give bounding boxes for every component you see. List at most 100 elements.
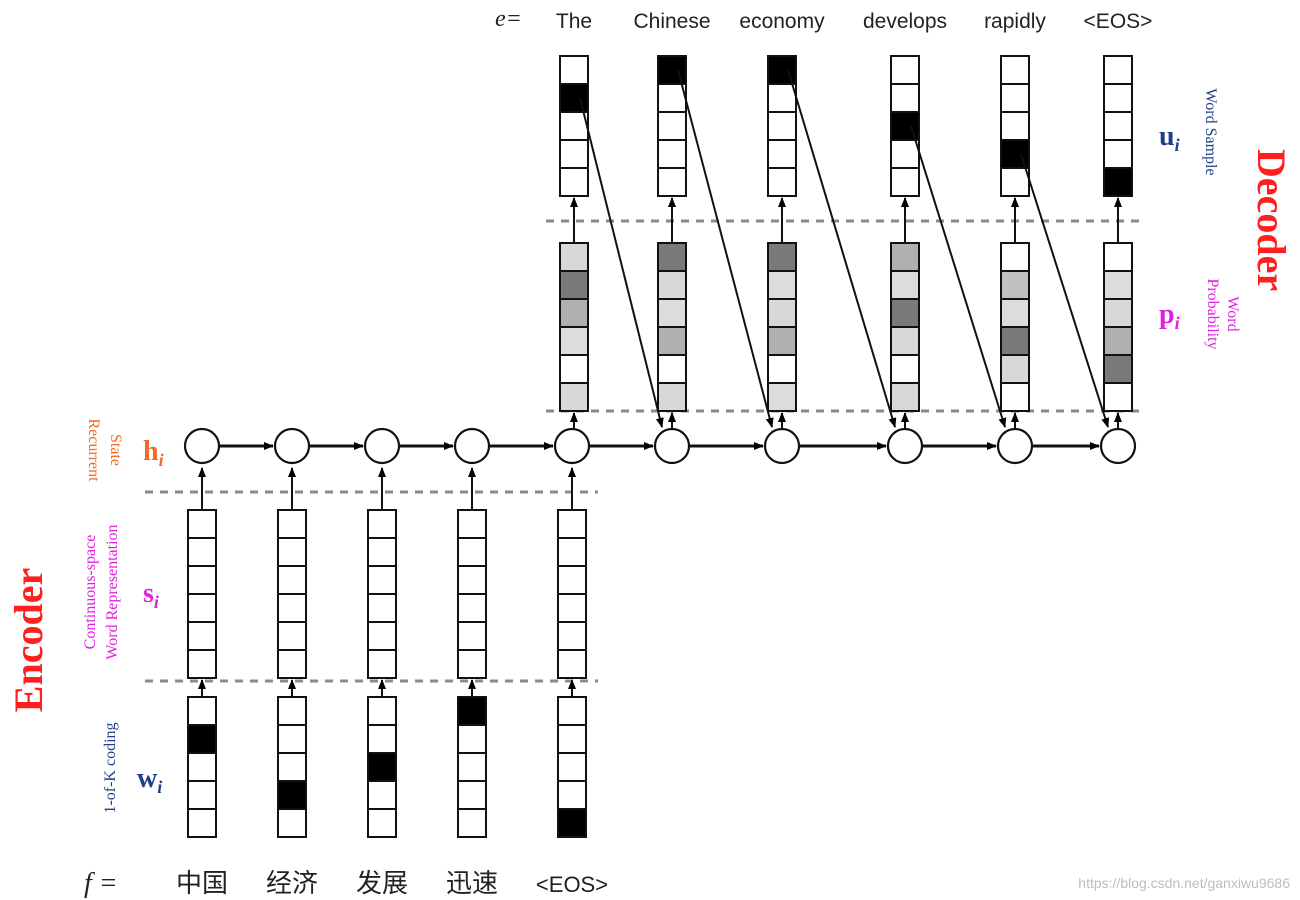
target-probability-4-cell-0 — [1000, 242, 1030, 272]
target-word-3: develops — [863, 10, 947, 33]
target-probability-3-cell-0 — [890, 242, 920, 272]
source-one-hot-4-cell-2 — [557, 752, 587, 782]
target-probability-1-cell-1 — [657, 270, 687, 300]
target-sample-1-cell-0 — [657, 55, 687, 85]
target-probability-1-cell-4 — [657, 354, 687, 384]
source-one-hot-1-cell-2 — [277, 752, 307, 782]
source-one-hot-2-cell-4 — [367, 808, 397, 838]
source-embedding-1-cell-3 — [277, 593, 307, 623]
target-sample-4-cell-0 — [1000, 55, 1030, 85]
source-embedding-2-cell-1 — [367, 537, 397, 567]
source-one-hot-0-cell-3 — [187, 780, 217, 810]
w-symbol: wi — [137, 763, 162, 797]
source-prefix: f = — [84, 868, 118, 899]
source-one-hot-2-cell-3 — [367, 780, 397, 810]
target-probability-3-cell-5 — [890, 382, 920, 412]
recurrent-node-5 — [653, 427, 691, 465]
source-embedding-0-cell-0 — [187, 509, 217, 539]
source-one-hot-4-cell-0 — [557, 696, 587, 726]
target-probability-1-cell-2 — [657, 298, 687, 328]
target-probability-5-cell-5 — [1103, 382, 1133, 412]
source-word-2: 发展 — [356, 869, 408, 898]
source-one-hot-1-cell-3 — [277, 780, 307, 810]
target-probability-0-cell-2 — [559, 298, 589, 328]
target-sample-4-cell-4 — [1000, 167, 1030, 197]
source-one-hot-2-cell-1 — [367, 724, 397, 754]
source-embedding-1-cell-1 — [277, 537, 307, 567]
target-sample-3-cell-4 — [890, 167, 920, 197]
target-probability-4-cell-1 — [1000, 270, 1030, 300]
target-word-2: economy — [739, 10, 825, 33]
source-embedding-0-cell-4 — [187, 621, 217, 651]
target-sample-5-cell-2 — [1103, 111, 1133, 141]
target-probability-2-cell-1 — [767, 270, 797, 300]
source-embedding-4-cell-4 — [557, 621, 587, 651]
source-embedding-2-cell-0 — [367, 509, 397, 539]
source-embedding-2-cell-5 — [367, 649, 397, 679]
source-embedding-1-cell-5 — [277, 649, 307, 679]
target-probability-5-cell-1 — [1103, 270, 1133, 300]
target-sample-1-cell-4 — [657, 167, 687, 197]
target-probability-2-cell-5 — [767, 382, 797, 412]
source-embedding-4-cell-2 — [557, 565, 587, 595]
target-sample-5-cell-4 — [1103, 167, 1133, 197]
target-probability-2-cell-0 — [767, 242, 797, 272]
recurrent-node-8 — [996, 427, 1034, 465]
target-sample-1-cell-2 — [657, 111, 687, 141]
feedback-arrow-2 — [787, 69, 897, 428]
recurrent-node-1 — [273, 427, 311, 465]
watermark: https://blog.csdn.net/ganxiwu9686 — [1078, 875, 1290, 891]
source-embedding-0-cell-2 — [187, 565, 217, 595]
target-probability-0-cell-3 — [559, 326, 589, 356]
source-one-hot-0-cell-4 — [187, 808, 217, 838]
source-embedding-3-cell-5 — [457, 649, 487, 679]
target-probability-5-cell-0 — [1103, 242, 1133, 272]
source-one-hot-4-cell-1 — [557, 724, 587, 754]
target-probability-2-cell-2 — [767, 298, 797, 328]
target-probability-3-cell-3 — [890, 326, 920, 356]
target-probability-2-cell-4 — [767, 354, 797, 384]
recurrent-node-3 — [453, 427, 491, 465]
feedback-arrow-3 — [910, 125, 1007, 428]
target-prefix: e= — [495, 6, 522, 32]
source-word-3: 迅速 — [446, 869, 498, 898]
continuous-space-line-2: Word Representation — [104, 524, 121, 659]
recurrent-state-line-1: Recurrent — [85, 418, 102, 482]
target-sample-3-cell-0 — [890, 55, 920, 85]
source-one-hot-3-cell-2 — [457, 752, 487, 782]
s-symbol: si — [143, 578, 159, 612]
target-sample-5-cell-0 — [1103, 55, 1133, 85]
source-embedding-2-cell-4 — [367, 621, 397, 651]
target-probability-1-cell-5 — [657, 382, 687, 412]
source-embedding-3-cell-2 — [457, 565, 487, 595]
target-probability-0-cell-4 — [559, 354, 589, 384]
target-probability-3-cell-1 — [890, 270, 920, 300]
target-sample-2-cell-1 — [767, 83, 797, 113]
target-probability-5-cell-3 — [1103, 326, 1133, 356]
source-embedding-0-cell-3 — [187, 593, 217, 623]
encoder-label: Encoder — [6, 568, 51, 712]
recurrent-node-0 — [183, 427, 221, 465]
feedback-arrow-0 — [579, 97, 664, 428]
source-one-hot-2-cell-2 — [367, 752, 397, 782]
source-one-hot-3-cell-3 — [457, 780, 487, 810]
source-one-hot-4-cell-3 — [557, 780, 587, 810]
recurrent-node-2 — [363, 427, 401, 465]
target-sample-3-cell-3 — [890, 139, 920, 169]
target-sample-2-cell-2 — [767, 111, 797, 141]
p-symbol: pi — [1159, 299, 1180, 333]
target-sample-0-cell-4 — [559, 167, 589, 197]
h-symbol: hi — [143, 436, 164, 470]
target-probability-0-cell-5 — [559, 382, 589, 412]
target-sample-2-cell-3 — [767, 139, 797, 169]
source-one-hot-3-cell-0 — [457, 696, 487, 726]
target-probability-0-cell-1 — [559, 270, 589, 300]
source-embedding-3-cell-3 — [457, 593, 487, 623]
source-embedding-1-cell-4 — [277, 621, 307, 651]
continuous-space-line-1: Continuous-space — [82, 535, 99, 650]
target-sample-2-cell-4 — [767, 167, 797, 197]
source-one-hot-0-cell-0 — [187, 696, 217, 726]
decoder-label: Decoder — [1249, 149, 1294, 291]
